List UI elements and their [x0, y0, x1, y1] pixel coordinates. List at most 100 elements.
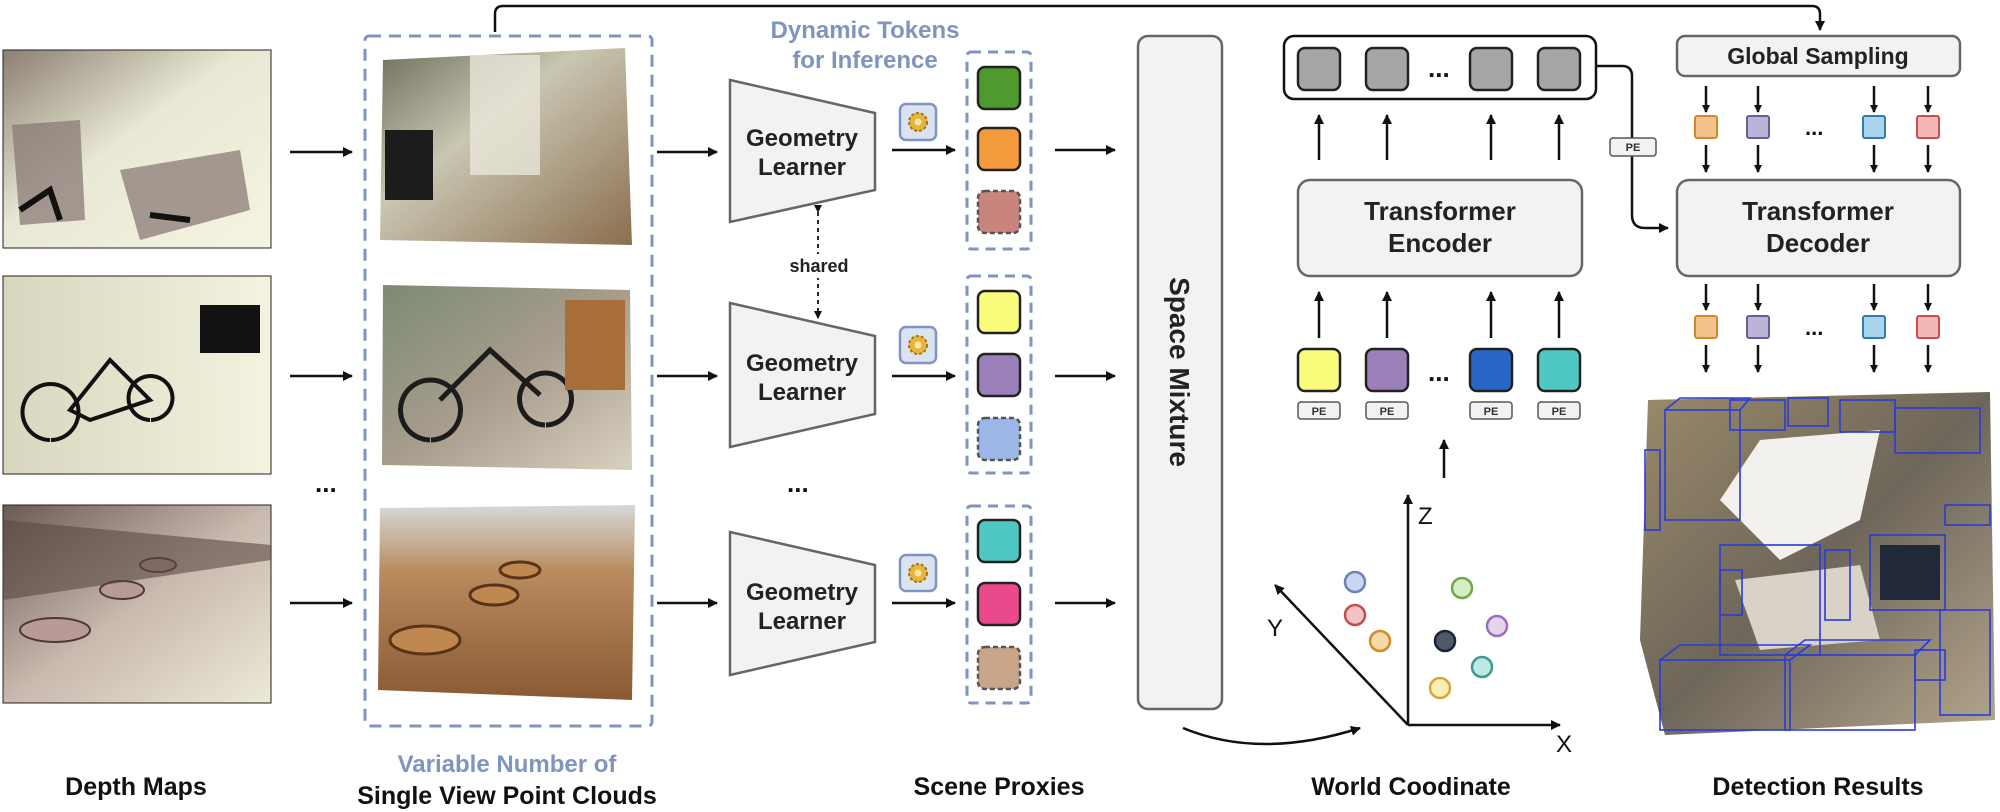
geometry-learner-label-2a: Geometry	[746, 350, 859, 377]
encoder-label-1: Transformer	[1364, 196, 1516, 226]
world-point	[1450, 576, 1474, 600]
encoder-input-token-yellow	[1296, 347, 1342, 393]
proxy-group-3	[965, 504, 1033, 705]
depth-ellipsis: ...	[315, 468, 337, 498]
proxy-tokens	[976, 65, 1022, 691]
caption-world-coordinate: World Coodinate	[1311, 773, 1511, 801]
global-sampling-label: Global Sampling	[1727, 43, 1908, 69]
shared-label: shared	[789, 256, 848, 276]
pe-tag: PE	[1380, 406, 1395, 418]
output-ellipsis: ...	[1805, 315, 1823, 340]
output-token-red	[1916, 315, 1940, 339]
pe-tag-connector-bg	[1609, 137, 1657, 157]
scene-open-floor	[1720, 430, 1880, 560]
transformer-decoder-block	[1675, 178, 1962, 278]
geometry-learner-label-1b: Learner	[758, 154, 846, 181]
axis-z-label: Z	[1418, 503, 1433, 530]
shared-label-bg	[778, 254, 860, 278]
dynamic-tokens-title-1: Dynamic Tokens	[771, 17, 960, 44]
caption-depth-maps: Depth Maps	[65, 773, 207, 801]
encoder-output-token-3	[1468, 46, 1514, 92]
point-cloud-stools	[388, 560, 542, 656]
axis-x-label: X	[1556, 731, 1572, 758]
query-token-blue	[1862, 115, 1886, 139]
proxy-token-orange	[976, 126, 1022, 172]
encoder-input-token-teal	[1536, 347, 1582, 393]
proxy-token-rose	[976, 189, 1022, 235]
proxy-token-yellow	[976, 289, 1022, 335]
decoder-label-1: Transformer	[1742, 196, 1894, 226]
proxy-token-lightblue	[976, 416, 1022, 462]
transformer-encoder-block	[1296, 178, 1584, 278]
scene-dark-object	[1880, 545, 1940, 600]
pe-tag: PE	[1484, 406, 1499, 418]
depth-maps	[2, 49, 272, 704]
output-token-purple	[1746, 315, 1770, 339]
pe-tags-encoder: PE PE PE PE	[1297, 401, 1581, 420]
proxy-token-tan	[976, 645, 1022, 691]
query-token-orange	[1694, 115, 1718, 139]
point-cloud-ellipsis: ...	[787, 468, 809, 498]
scene-center-floor	[1735, 565, 1880, 650]
detection-scene	[1640, 392, 1995, 735]
depth-map-bicycle	[20, 357, 175, 442]
proxy-token-green	[976, 65, 1022, 111]
encoder-input-ellipsis: ...	[1428, 357, 1450, 387]
proxy-token-pink	[976, 581, 1022, 627]
caption-variable-number: Variable Number of	[398, 751, 618, 778]
geometry-learner-1: Geometry Learner	[728, 78, 877, 224]
encoder-label-2: Encoder	[1388, 228, 1492, 258]
caption-detection-results: Detection Results	[1712, 773, 1923, 801]
encoder-output-ellipsis: ...	[1428, 53, 1450, 83]
output-token-blue	[1862, 315, 1886, 339]
pe-tag: PE	[1312, 406, 1327, 418]
point-cloud-curtain	[470, 55, 540, 175]
geometry-learner-label-2b: Learner	[758, 379, 846, 406]
proxy-group-1	[965, 50, 1033, 251]
world-point	[1368, 629, 1392, 653]
gear-icon	[898, 553, 938, 593]
depth-map-speckle-1	[18, 185, 191, 223]
point-cloud-door	[565, 300, 625, 390]
proxy-group-2	[965, 274, 1033, 475]
arrow-to-world	[1182, 725, 1361, 746]
world-points	[1343, 570, 1509, 700]
geometry-learner-label-1a: Geometry	[746, 125, 859, 152]
depth-map-dark-window	[200, 305, 260, 353]
arrow-global-skip	[493, 4, 1825, 32]
depth-map-shape-1	[12, 120, 250, 240]
pe-tag: PE	[1552, 406, 1567, 418]
query-ellipsis: ...	[1805, 115, 1823, 140]
geometry-learner-3: Geometry Learner	[728, 530, 877, 677]
geometry-learner-2: Geometry Learner	[728, 301, 877, 449]
world-point	[1433, 629, 1457, 653]
encoder-output-bar	[1282, 34, 1598, 101]
world-point	[1343, 603, 1367, 627]
geometry-learner-label-3b: Learner	[758, 608, 846, 635]
output-token-orange	[1694, 315, 1718, 339]
dynamic-tokens-title-2: for Inference	[792, 47, 937, 74]
space-mixture-block	[1136, 34, 1224, 711]
axis-y-label: Y	[1267, 615, 1283, 642]
gear-icon	[898, 102, 938, 142]
point-clouds	[378, 48, 635, 700]
pe-tag-connector: PE	[1626, 142, 1641, 154]
depth-map-counter	[3, 520, 271, 600]
space-mixture-label: Space Mixture	[1164, 277, 1195, 467]
encoder-output-token-4	[1536, 46, 1582, 92]
geometry-learner-label-3a: Geometry	[746, 579, 859, 606]
point-cloud-chair	[385, 130, 433, 200]
decoder-label-2: Decoder	[1766, 228, 1870, 258]
global-sampling-block	[1675, 34, 1962, 78]
encoder-input-token-blue	[1468, 347, 1514, 393]
world-point	[1485, 614, 1509, 638]
world-point	[1343, 570, 1367, 594]
encoder-input-token-purple	[1364, 347, 1410, 393]
proxy-token-purple	[976, 352, 1022, 398]
point-cloud-bike	[398, 346, 574, 443]
proxy-token-teal	[976, 518, 1022, 564]
world-point	[1470, 655, 1494, 679]
caption-single-view: Single View Point Clouds	[357, 782, 657, 810]
world-coordinate-axes	[1274, 494, 1561, 730]
